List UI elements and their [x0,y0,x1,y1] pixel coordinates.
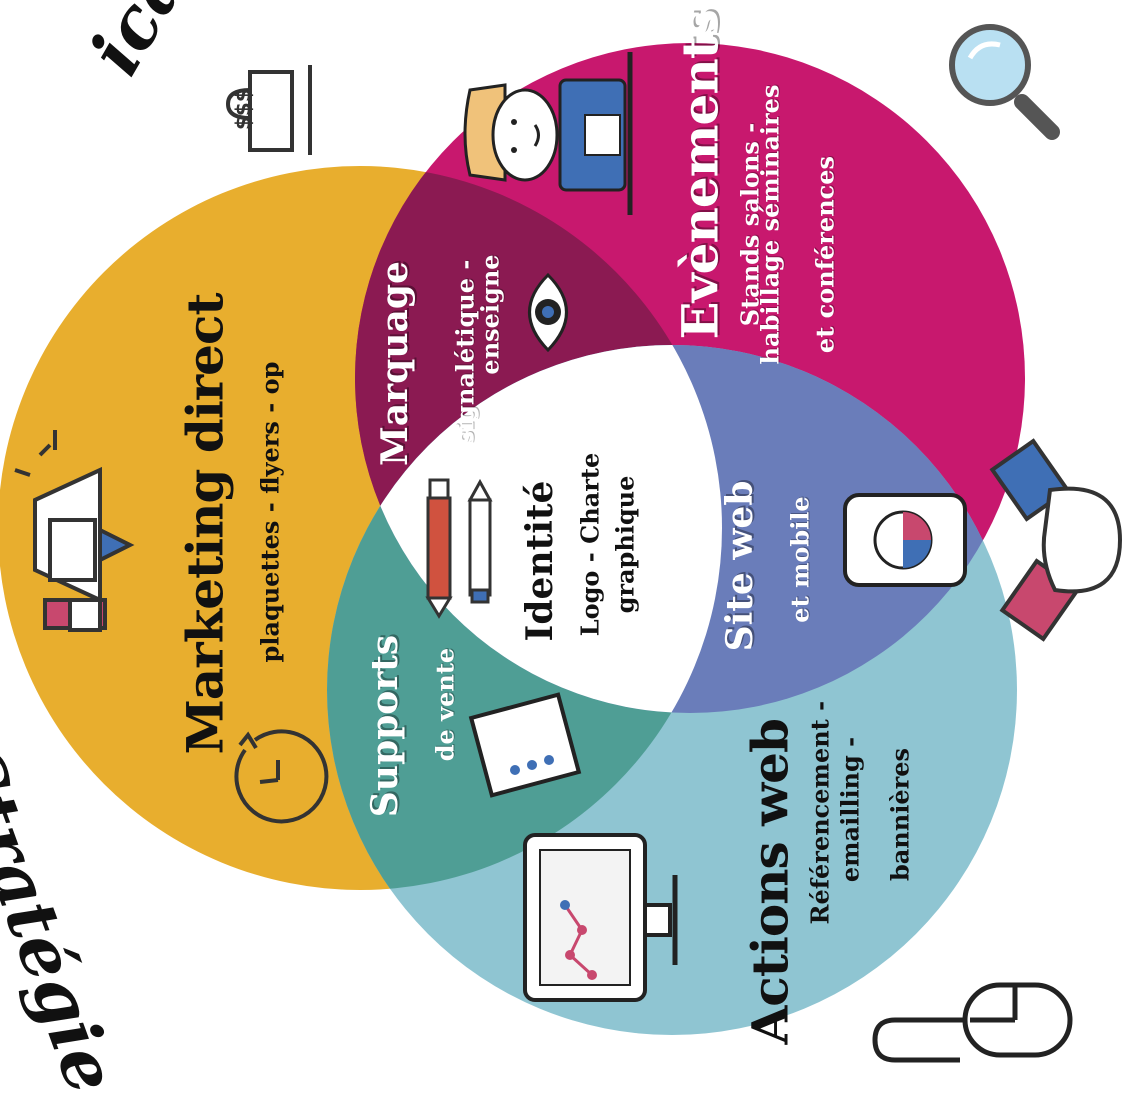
pencils-icon [425,478,493,619]
siteweb-subtitle: et mobile [785,496,815,623]
actions-title: Actions web [740,719,800,1045]
supports-subtitle: de vente [430,647,460,762]
supports-title: Supports [364,634,406,818]
megaphone-icon [14,430,135,632]
marketing-subtitle: plaquettes - flyers - op [255,361,285,663]
identite-line1: Logo - Charte [575,452,605,637]
venn-svg: $$$ [0,24,1123,1063]
smartphone-chart-icon [843,493,967,587]
overlap-identite [355,345,722,713]
marketing-title: Marketing direct [175,293,235,755]
marquage-title: Marquage [374,261,416,466]
person-at-desk-icon [463,52,633,215]
evenements-line2: habillage séminaires [755,84,785,365]
identite-line2: graphique [610,475,640,614]
evenements-title: Evènements [670,10,730,340]
actions-line1: Référencement - [805,700,835,925]
siteweb-title: Site web [719,480,761,652]
mouse-icon [872,982,1073,1063]
actions-line3: bannières [885,747,915,882]
monitor-chart-icon [523,833,678,1002]
eye-icon [528,272,568,353]
actions-line2: emailling - [835,736,865,883]
marquage-line2: enseigne [475,254,505,375]
document-icon [468,692,582,798]
evenements-line3: et conférences [810,155,840,354]
svg-text:$$$: $$$ [231,88,255,130]
money-bag-icon: $$$ [225,65,312,155]
magnifier-icon [949,24,1060,140]
identite-title: Identité [519,480,561,642]
clock-icon [234,729,329,824]
handshake-icon [989,438,1123,642]
